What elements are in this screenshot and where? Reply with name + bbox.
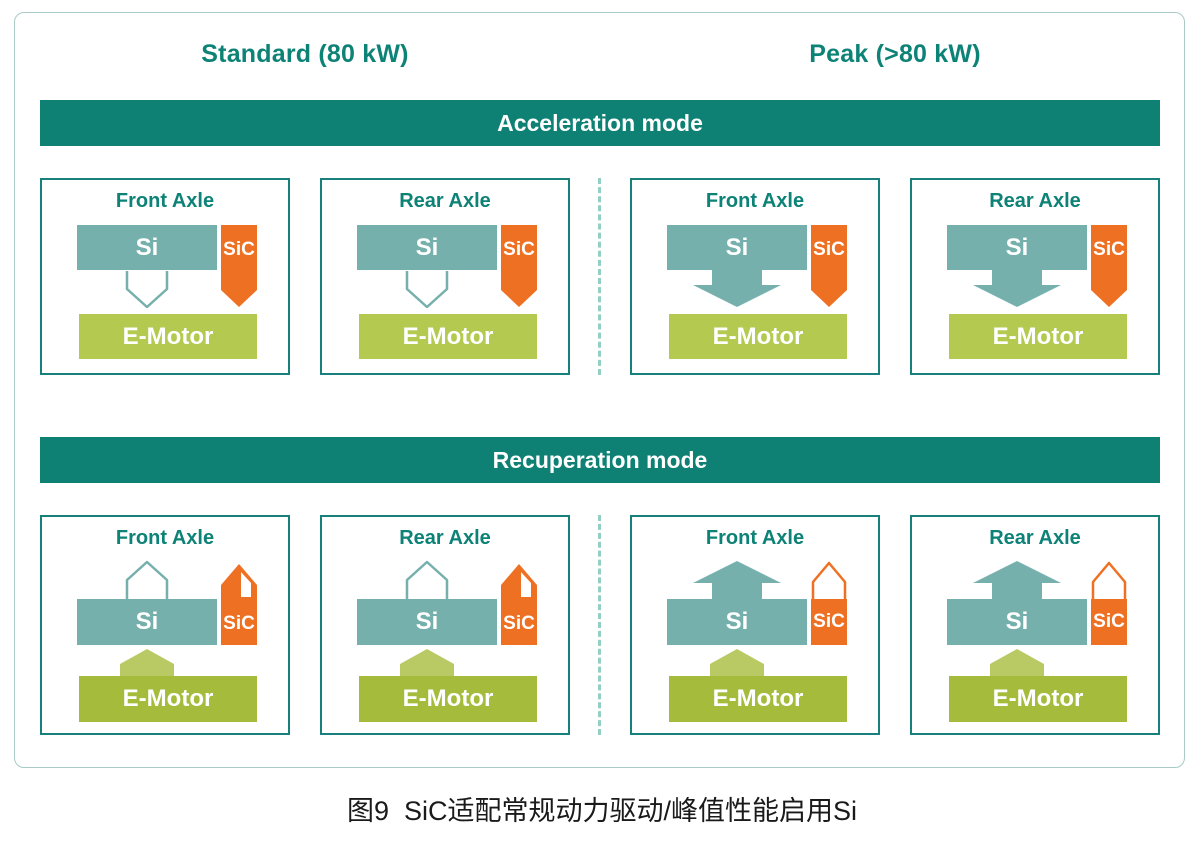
arrow-up-filled-icon [693,561,781,599]
si-label: Si [415,233,439,261]
emotor-bar: E-Motor [359,314,537,359]
si-bar: Si [947,225,1087,270]
si-bar: Si [667,225,807,270]
emotor-label: E-Motor [712,685,804,712]
sic-arrow-up-outline-icon [1091,561,1127,599]
sic-label: SiC [1093,239,1125,260]
column-header-standard: Standard (80 kW) [201,40,409,68]
standard-peak-divider [598,515,601,735]
sic-label: SiC [503,613,535,634]
sic-arrow-down-icon: SiC [221,225,257,307]
emotor-label: E-Motor [402,685,494,712]
emotor-bar: E-Motor [669,676,847,722]
accel-peak-rear-axle-box: Rear Axle Si SiC E-Motor [910,178,1160,375]
axle-title: Rear Axle [399,190,491,212]
emotor-bar: E-Motor [949,314,1127,359]
sic-arrow-up-icon: SiC [501,564,537,645]
emotor-label: E-Motor [122,322,214,350]
figure-caption: 图9 SiC适配常规动力驱动/峰值性能启用Si [346,796,858,826]
arrow-up-outline-icon [125,560,169,599]
emotor-bar: E-Motor [79,676,257,722]
si-bar: Si [947,599,1087,645]
si-bar: Si [357,225,497,270]
recup-peak-rear-axle-box: Rear Axle Si SiC E-Motor [910,515,1160,735]
si-label: Si [135,233,159,261]
sic-label: SiC [223,239,255,260]
si-label: Si [725,233,749,261]
emotor-label: E-Motor [992,322,1084,350]
sic-arrow-up-outline-icon [811,561,847,599]
emotor-arrow-up-icon [710,649,764,676]
si-label: Si [415,608,439,635]
emotor-arrow-up-icon [120,649,174,676]
axle-title: Rear Axle [989,190,1081,212]
recup-standard-rear-axle-box: Rear Axle Si SiC E-Motor [320,515,570,735]
sic-label: SiC [223,613,255,634]
mode-banner-acceleration: Acceleration mode [40,100,1160,146]
emotor-label: E-Motor [122,685,214,712]
standard-peak-divider [598,178,601,375]
sic-label: SiC [1093,611,1125,632]
emotor-bar: E-Motor [949,676,1127,722]
arrow-up-filled-icon [973,561,1061,599]
si-bar: Si [77,225,217,270]
emotor-label: E-Motor [712,322,804,350]
sic-label: SiC [813,239,845,260]
si-label: Si [1005,608,1029,635]
emotor-arrow-up-icon [400,649,454,676]
emotor-label: E-Motor [992,685,1084,712]
recup-peak-front-axle-box: Front Axle Si SiC E-Motor [630,515,880,735]
emotor-arrow-up-icon [990,649,1044,676]
axle-title: Front Axle [705,190,805,212]
si-label: Si [725,608,749,635]
arrow-down-filled-icon [973,269,1061,307]
recup-standard-front-axle-box: Front Axle Si SiC E-Motor [40,515,290,735]
si-bar: Si [77,599,217,645]
arrow-up-outline-icon [405,560,449,599]
axle-title: Rear Axle [399,527,491,549]
sic-label: SiC [503,239,535,260]
si-bar: Si [357,599,497,645]
si-label: Si [135,608,159,635]
column-header-peak: Peak (>80 kW) [809,40,981,68]
arrow-down-outline-icon [125,271,169,309]
axle-title: Front Axle [115,527,215,549]
arrow-down-outline-icon [405,271,449,309]
sic-block: SiC [811,599,847,645]
emotor-label: E-Motor [402,322,494,350]
emotor-bar: E-Motor [359,676,537,722]
sic-label: SiC [813,611,845,632]
sic-arrow-down-icon: SiC [811,225,847,307]
si-bar: Si [667,599,807,645]
emotor-bar: E-Motor [79,314,257,359]
si-label: Si [1005,233,1029,261]
sic-arrow-down-icon: SiC [1091,225,1127,307]
emotor-bar: E-Motor [669,314,847,359]
accel-standard-front-axle-box: Front Axle Si SiC E-Motor [40,178,290,375]
mode-banner-recuperation: Recuperation mode [40,437,1160,483]
axle-title: Rear Axle [989,527,1081,549]
accel-peak-front-axle-box: Front Axle Si SiC E-Motor [630,178,880,375]
arrow-down-filled-icon [693,269,781,307]
sic-arrow-up-icon: SiC [221,564,257,645]
sic-arrow-down-icon: SiC [501,225,537,307]
sic-block: SiC [1091,599,1127,645]
axle-title: Front Axle [115,190,215,212]
accel-standard-rear-axle-box: Rear Axle Si SiC E-Motor [320,178,570,375]
axle-title: Front Axle [705,527,805,549]
